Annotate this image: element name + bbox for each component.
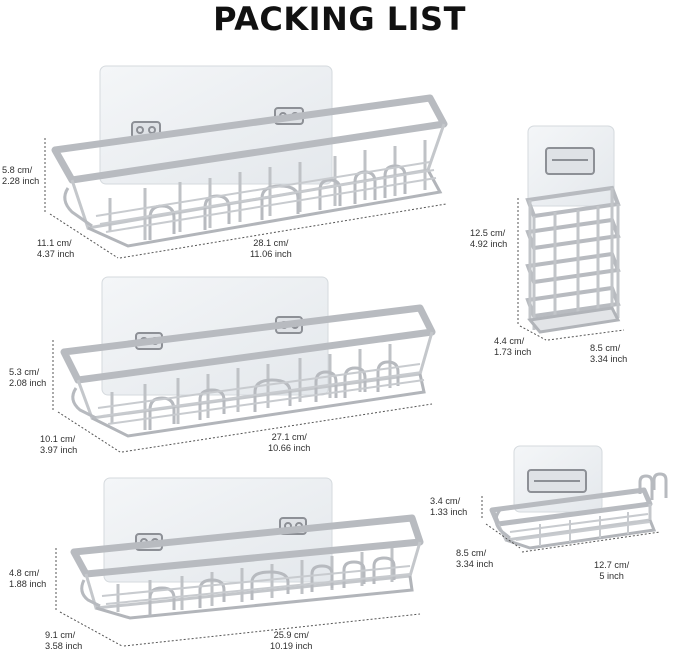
soap-dish-width-line xyxy=(521,531,661,553)
medium-shelf-width-label: 27.1 cm/10.66 inch xyxy=(268,432,311,453)
large-shelf-depth-label: 11.1 cm/4.37 inch xyxy=(37,238,75,259)
page-title: PACKING LIST xyxy=(213,0,466,38)
small-shelf-width-label: 25.9 cm/10.19 inch xyxy=(270,630,313,651)
small-shelf-height-label: 4.8 cm/1.88 inch xyxy=(9,568,47,589)
medium-shelf-height-label: 5.3 cm/2.08 inch xyxy=(9,367,47,388)
toothbrush-holder-height-label: 12.5 cm/4.92 inch xyxy=(470,228,508,249)
small-shelf-depth-label: 9.1 cm/3.58 inch xyxy=(45,630,83,651)
medium-shelf-depth-line xyxy=(57,411,121,453)
medium-shelf-illustration xyxy=(60,276,436,438)
toothbrush-holder-depth-label: 4.4 cm/1.73 inch xyxy=(494,336,532,357)
small-shelf-width-line xyxy=(123,613,421,647)
large-shelf-depth-line xyxy=(49,213,119,259)
medium-shelf-depth-label: 10.1 cm/3.97 inch xyxy=(40,434,78,455)
toothbrush-holder-cage xyxy=(525,185,621,319)
large-shelf-illustration xyxy=(51,65,448,248)
soap-dish-hook xyxy=(527,469,587,493)
large-shelf-height-label: 5.8 cm/2.28 inch xyxy=(2,165,40,186)
large-shelf-width-label: 28.1 cm/11.06 inch xyxy=(250,238,292,259)
soap-dish-depth-label: 8.5 cm/3.34 inch xyxy=(456,548,494,569)
small-shelf-illustration xyxy=(70,477,424,620)
soap-dish-height-label: 3.4 cm/1.33 inch xyxy=(430,496,468,517)
soap-dish-width-label: 12.7 cm/5 inch xyxy=(594,560,630,581)
toothbrush-holder-width-label: 8.5 cm/3.34 inch xyxy=(590,343,628,364)
toothbrush-holder-hook xyxy=(545,147,595,175)
soap-dish-depth-line xyxy=(485,523,521,549)
soap-dish-illustration xyxy=(489,445,668,550)
toothbrush-holder-illustration xyxy=(525,125,621,334)
dimension-lines xyxy=(44,138,661,647)
large-shelf-width-line xyxy=(119,203,447,259)
medium-shelf-width-line xyxy=(121,403,433,453)
toothbrush-holder-width-line xyxy=(547,329,625,341)
toothbrush-holder-depth-line xyxy=(519,325,547,341)
